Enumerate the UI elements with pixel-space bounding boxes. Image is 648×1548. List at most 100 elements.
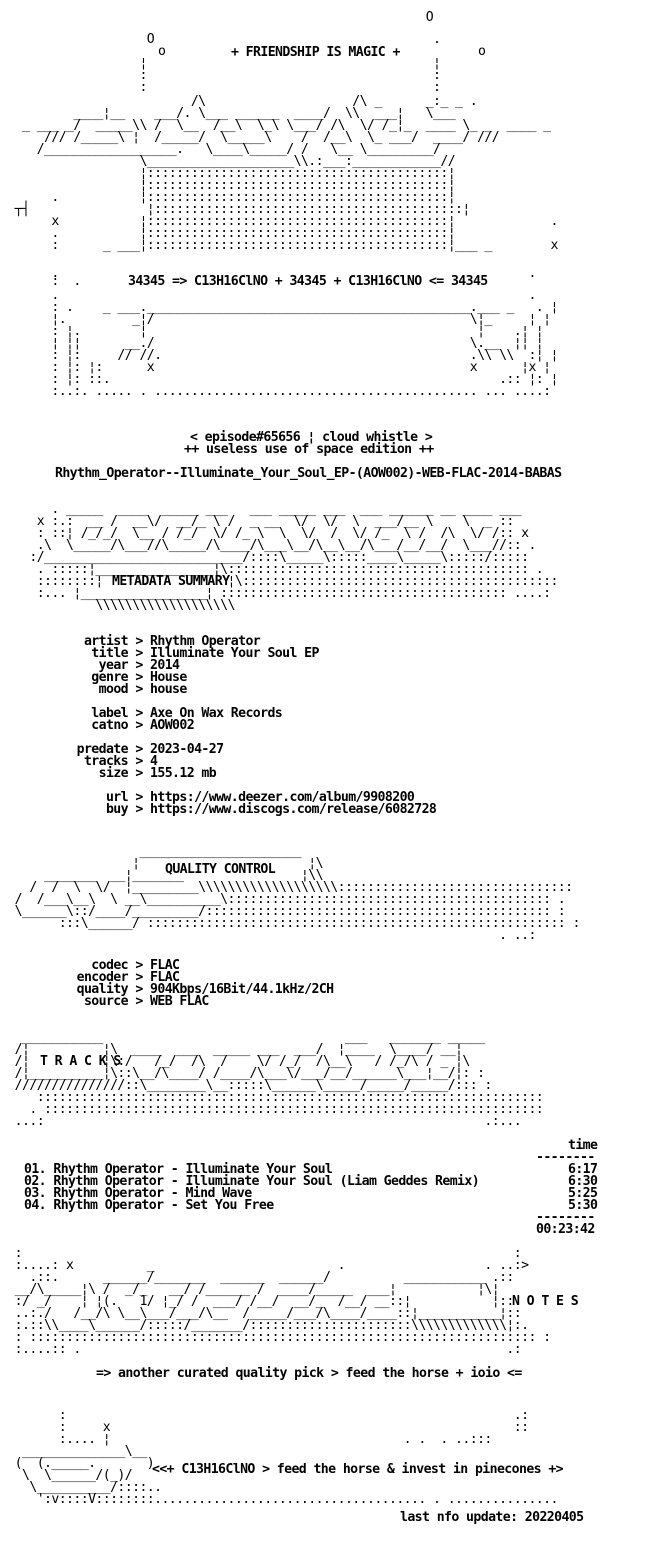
track-time: 6:30 bbox=[568, 1174, 598, 1189]
footer-art-line: : x :: bbox=[0, 1420, 529, 1435]
notes-art-line: :.::\\____\______/:::::/_______/::::::::… bbox=[0, 1318, 529, 1333]
field-key: title bbox=[91, 646, 128, 661]
field-row: year > 2014 bbox=[0, 658, 180, 673]
footer-art-line: :.... ¦ . . . ..::: bbox=[0, 1432, 493, 1447]
banner-art-line: . . bbox=[0, 288, 536, 303]
banner-art-line: . . bbox=[0, 266, 536, 281]
banner-art-line: ¦ ¦ bbox=[0, 56, 441, 71]
track-title: Rhythm Operator - Illuminate Your Soul (… bbox=[53, 1174, 480, 1189]
banner-art-line: ¦. _¦/ \¦_ ¦ ¦ bbox=[0, 312, 551, 327]
banner-art-line: :..:. ..... . ..........................… bbox=[0, 384, 551, 399]
banner-art-line: x ¦:::::::::::::::::::::::::::::::::::::… bbox=[0, 214, 558, 229]
field-key: genre bbox=[91, 670, 128, 685]
footer-art-line: \ \______/(_)/ bbox=[0, 1468, 133, 1483]
field-separator: > bbox=[128, 766, 151, 781]
tracks-art-line: /¦ ¦\ ____ ___ _____ ___ ___/ ¦____ \___… bbox=[0, 1042, 463, 1057]
banner-art-line: : : bbox=[0, 80, 441, 95]
metadata-art-line: .\ \_____/\___//\_____/\____/\___\__/\__… bbox=[0, 538, 537, 553]
track-time: 6:17 bbox=[568, 1162, 598, 1177]
banner-art-line: ¦:::::::::::::::::::::::::::::::::::::::… bbox=[0, 166, 456, 181]
banner-art-line: : : bbox=[0, 68, 441, 83]
release-name: Rhythm_Operator--Illuminate_Your_Soul_EP… bbox=[55, 466, 562, 481]
field-key: catno bbox=[91, 718, 128, 733]
field-value: 155.12 mb bbox=[150, 766, 217, 781]
banner-art-line: : . bbox=[0, 274, 81, 289]
quality-art-line: / /___\__\ \ __\__________\:::::::::::::… bbox=[0, 892, 566, 907]
field-separator: > bbox=[128, 802, 151, 817]
banner-art-line: o bbox=[478, 44, 486, 59]
field-row: mood > house bbox=[0, 682, 188, 697]
banner-art-line: . ¦:::::::::::::::::::::::::::::::::::::… bbox=[0, 190, 456, 205]
field-row: label > Axe On Wax Records bbox=[0, 706, 283, 721]
track-row: 04. Rhythm Operator - Set You Free bbox=[24, 1198, 274, 1213]
field-key: source bbox=[83, 994, 129, 1009]
track-title: Rhythm Operator - Set You Free bbox=[53, 1198, 274, 1213]
field-row: tracks > 4 bbox=[0, 754, 158, 769]
field-separator: > bbox=[128, 958, 151, 973]
track-title: Rhythm Operator - Illuminate Your Soul bbox=[53, 1162, 333, 1177]
field-row: genre > House bbox=[0, 670, 187, 685]
metadata-art-line: . _____ ____ _____ ___ ___ _____ ___ ___… bbox=[0, 502, 522, 517]
track-row: 02. Rhythm Operator - Illuminate Your So… bbox=[24, 1174, 480, 1189]
field-row: source > WEB FLAC bbox=[0, 994, 209, 1009]
field-separator: > bbox=[128, 706, 151, 721]
banner-art-line: o bbox=[158, 44, 166, 59]
banner-art-line: ¦ ¦¦ __./ \.__ ¦¦ ¦ bbox=[0, 336, 544, 351]
banner-art-line: O bbox=[0, 10, 434, 25]
footer-art-line: ______________\__ bbox=[0, 1444, 147, 1459]
metadata-art-line: : ::¦ /_/_/ \__ / /_/ \/ /_ \ \ \/ / \/ … bbox=[0, 526, 529, 541]
quality-heading: QUALITY CONTROL bbox=[165, 862, 276, 877]
tracks-time-header: time bbox=[568, 1138, 598, 1153]
field-key: label bbox=[91, 706, 128, 721]
footer-last-update: last nfo update: 20220405 bbox=[400, 1510, 584, 1525]
field-separator: > bbox=[128, 646, 151, 661]
field-value: 4 bbox=[150, 754, 158, 769]
field-value: FLAC bbox=[150, 958, 180, 973]
field-value: 2023-04-27 bbox=[150, 742, 224, 757]
notes-heading: N O T E S bbox=[512, 1294, 579, 1309]
notes-art-line: ..:./ /__/\ \__\___/___/\__ /_____/___/\… bbox=[0, 1306, 522, 1321]
tracks-art-line: ___________ ___ _______ _____ bbox=[0, 1030, 485, 1045]
field-separator: > bbox=[128, 982, 151, 997]
field-value: Illuminate Your Soul EP bbox=[150, 646, 319, 661]
track-title: Rhythm Operator - Mind Wave bbox=[53, 1186, 252, 1201]
field-value: 904Kbps/16Bit/44.1kHz/2CH bbox=[150, 982, 334, 997]
field-separator: > bbox=[128, 658, 151, 673]
field-separator: > bbox=[128, 670, 151, 685]
field-value: 2014 bbox=[150, 658, 180, 673]
metadata-art-line: :/___________________________/::::\_____… bbox=[0, 550, 529, 565]
field-separator: > bbox=[128, 994, 151, 1009]
metadata-heading: METADATA SUMMARY bbox=[112, 574, 230, 589]
header-formula: 34345 => C13H16ClNO + 34345 + C13H16ClNO… bbox=[128, 274, 488, 289]
banner-art-line: : ¦: ::. .:: ¦: ¦ bbox=[0, 372, 558, 387]
field-separator: > bbox=[128, 718, 151, 733]
field-separator: > bbox=[128, 790, 151, 805]
field-key: mood bbox=[98, 682, 129, 697]
banner-art-line: ____¦__ ___/. \___ ______ ____/ \\ ___¦ … bbox=[0, 106, 456, 121]
quality-art-line: :::\______/ ::::::::::::::::::::::::::::… bbox=[0, 916, 581, 931]
banner-art-line: ┬┤ ¦::::::::::::::::::::::::::::::::::::… bbox=[0, 202, 471, 217]
metadata-art-line: \\\\\\\\\\\\\\\\\\\ bbox=[0, 598, 235, 613]
field-row: artist > Rhythm Operator bbox=[0, 635, 261, 648]
banner-art-line: . ¦:::::::::::::::::::::::::::::::::::::… bbox=[0, 226, 456, 241]
field-key: codec bbox=[91, 958, 128, 973]
field-row: buy > https://www.discogs.com/release/60… bbox=[0, 802, 437, 817]
tracks-art-line: ::::::::::::::::::::::::::::::::::::::::… bbox=[0, 1090, 544, 1105]
banner-art-line: /// /_____\ ¦ /_____/ \_____\ / /__\ \_ … bbox=[0, 130, 500, 145]
field-row: title > Illuminate Your Soul EP bbox=[0, 646, 319, 661]
footer-art-line: \__________/::::.. bbox=[0, 1480, 162, 1495]
field-separator: > bbox=[128, 754, 151, 769]
field-key: quality bbox=[76, 982, 129, 997]
footer-art-line: ':v::::V::::::::........................… bbox=[0, 1492, 559, 1507]
field-value: Axe On Wax Records bbox=[150, 706, 283, 721]
banner-art-line: ¦:::::::::::::::::::::::::::::::::::::::… bbox=[0, 178, 456, 193]
field-value: house bbox=[150, 682, 187, 697]
banner-art-line: : ¦: ¦: x x ¦x ¦ bbox=[0, 360, 551, 375]
banner-art-line: /__________________. \____\_____/ / \__ … bbox=[0, 142, 441, 157]
tracks-art-line: ...: .:... bbox=[0, 1114, 522, 1129]
tracks-art-line: ///////////////::\________\__:::::\_____… bbox=[0, 1078, 493, 1093]
field-key: predate bbox=[76, 742, 129, 757]
metadata-art-line: . :::::¦________________¦\::::::::::::::… bbox=[0, 562, 544, 577]
tracks-divider: -------- bbox=[536, 1150, 595, 1165]
tracks-art-line: . ::::::::::::::::::::::::::::::::::::::… bbox=[0, 1102, 544, 1117]
